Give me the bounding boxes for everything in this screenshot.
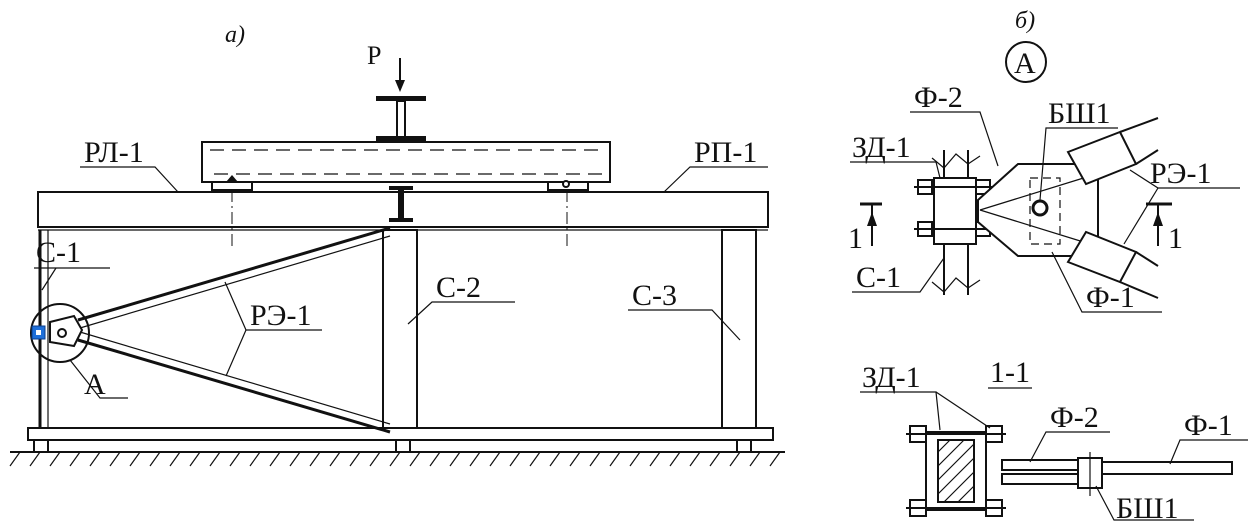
label-rp1: РП-1 xyxy=(663,136,768,193)
svg-text:1: 1 xyxy=(848,222,863,255)
section-mark-right: 1 xyxy=(1146,202,1183,255)
svg-text:С-1: С-1 xyxy=(856,261,901,294)
svg-text:А: А xyxy=(84,368,106,401)
node-a xyxy=(30,303,90,363)
svg-text:Ф-1: Ф-1 xyxy=(1184,409,1233,442)
svg-text:Ф-1: Ф-1 xyxy=(1086,281,1135,314)
column-c3 xyxy=(721,229,757,429)
column-c2 xyxy=(382,229,418,429)
svg-text:С-1: С-1 xyxy=(36,236,81,269)
svg-text:РЭ-1: РЭ-1 xyxy=(1150,157,1211,190)
view-a: а) xyxy=(9,22,785,467)
svg-text:БШ1: БШ1 xyxy=(1116,492,1179,525)
detail-clamps xyxy=(914,179,994,237)
label-c3: С-3 xyxy=(628,279,741,341)
svg-text:ЗД-1: ЗД-1 xyxy=(852,131,911,164)
svg-text:РЭ-1: РЭ-1 xyxy=(250,299,311,332)
caption-a: а) xyxy=(225,22,245,48)
detail-brace-ends xyxy=(1066,117,1159,299)
label-c1: С-1 xyxy=(34,236,110,291)
label-rl1: РЛ-1 xyxy=(80,136,179,193)
center-joint xyxy=(389,186,413,222)
svg-text:Ф-2: Ф-2 xyxy=(914,81,963,114)
label-a: А xyxy=(69,359,128,401)
label-f2-detail: Ф-2 xyxy=(910,81,999,167)
label-c1-detail: С-1 xyxy=(852,257,945,294)
label-c2: С-2 xyxy=(407,271,515,325)
detail-column xyxy=(931,150,981,295)
label-bsh1-detail: БШ1 xyxy=(1039,97,1118,201)
label-zd1-detail: ЗД-1 xyxy=(850,131,941,179)
load-arrow: P xyxy=(367,41,405,92)
section-1-1: 1-1 ЗД-1 xyxy=(860,356,1248,525)
section-title: 1-1 xyxy=(990,356,1030,389)
svg-text:С-3: С-3 xyxy=(632,279,677,312)
detail-letter: А xyxy=(1014,47,1036,80)
section-mark-left: 1 xyxy=(848,202,882,255)
label-f2-section: Ф-2 xyxy=(1029,401,1110,463)
label-zd1-section: ЗД-1 xyxy=(860,361,991,431)
section-column xyxy=(925,431,987,511)
label-f1-detail: Ф-1 xyxy=(1051,251,1162,314)
load-label: P xyxy=(367,41,381,70)
ground xyxy=(9,451,785,467)
label-re1-detail: РЭ-1 xyxy=(1123,157,1240,245)
base-frame xyxy=(27,427,774,453)
caption-b: б) xyxy=(1015,8,1035,34)
svg-text:БШ1: БШ1 xyxy=(1048,97,1111,130)
detail-circle xyxy=(1005,41,1047,83)
view-b: б) А xyxy=(848,8,1240,314)
label-bsh1-section: БШ1 xyxy=(1095,485,1194,525)
svg-text:Ф-2: Ф-2 xyxy=(1050,401,1099,434)
i-beam-load xyxy=(376,96,426,142)
svg-text:С-2: С-2 xyxy=(436,271,481,304)
section-bolts xyxy=(906,425,1006,517)
svg-text:1: 1 xyxy=(1168,222,1183,255)
svg-text:РЛ-1: РЛ-1 xyxy=(84,136,144,169)
brace-re1 xyxy=(77,226,391,434)
label-re1: РЭ-1 xyxy=(224,281,322,377)
svg-text:РП-1: РП-1 xyxy=(694,136,757,169)
svg-text:ЗД-1: ЗД-1 xyxy=(862,361,921,394)
label-f1-section: Ф-1 xyxy=(1169,409,1248,465)
section-plates xyxy=(1001,452,1233,496)
